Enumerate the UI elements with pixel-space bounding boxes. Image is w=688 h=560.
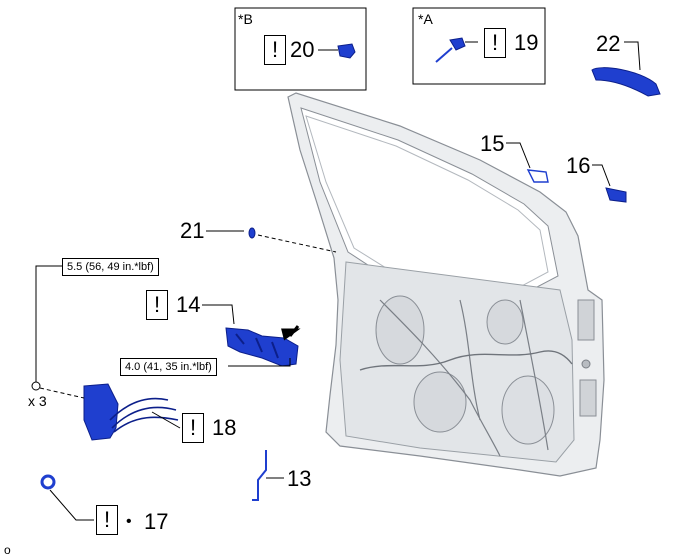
window-opening: [300, 107, 559, 297]
part-label-15: 15: [480, 131, 505, 156]
lock-cylinder-hole: [581, 359, 591, 369]
part-20-cap: [337, 43, 356, 59]
caution-icon: !: [484, 28, 506, 58]
leader-22: [624, 41, 641, 71]
leader-14: [202, 304, 235, 325]
part-22-outside-handle: [591, 67, 661, 97]
part-15-cover: [526, 169, 549, 183]
window-frame-inner: [305, 115, 549, 289]
non-reusable-bullet: •: [126, 513, 132, 530]
caution-icon: !: [264, 35, 286, 65]
screw-quantity: x 3: [28, 393, 47, 409]
torque-leader-upper: [35, 265, 62, 382]
part-label-18: 18: [212, 415, 237, 440]
part-16-cover: [605, 187, 627, 203]
frame-b-tag: *B: [238, 11, 253, 27]
torque-leader-lower: [228, 358, 291, 367]
frame-a: [412, 7, 546, 85]
frame-a-tag: *A: [418, 11, 433, 27]
speaker-hole: [501, 375, 555, 445]
part-14-detail: [235, 333, 279, 359]
arrow-icon: [281, 325, 301, 341]
window-regulator: [379, 299, 549, 457]
part-label-14: 14: [176, 292, 201, 317]
screw-icon: [31, 381, 41, 391]
caution-icon: !: [182, 413, 204, 443]
wire-harness: [359, 350, 573, 371]
hinge-lower: [579, 379, 597, 417]
part-19-lock-cylinder: [449, 37, 466, 51]
part-label-13: 13: [287, 466, 312, 491]
part-label-17: 17: [144, 509, 169, 534]
caution-icon: !: [96, 505, 118, 535]
torque-spec-lower: 4.0 (41, 35 in.*lbf): [120, 358, 217, 376]
service-hole-2: [413, 371, 467, 433]
dashed-line-21: [257, 234, 337, 253]
part-label-16: 16: [566, 153, 591, 178]
torque-spec-upper: 5.5 (56, 49 in.*lbf): [62, 258, 159, 276]
corner-mark: o: [4, 543, 11, 557]
caution-icon: !: [146, 290, 168, 320]
part-19-rod: [435, 47, 453, 63]
part-18-cables: [109, 397, 179, 433]
part-13-rod: [252, 450, 267, 501]
part-14-lock-bracket: [225, 327, 299, 367]
part-label-20: 20: [290, 37, 315, 62]
leader-17: [49, 489, 94, 521]
frame-b: [234, 7, 367, 91]
part-21-clip: [248, 227, 256, 239]
service-hole-3: [486, 299, 524, 345]
part-18-door-lock: [83, 383, 119, 441]
hinge-upper: [577, 299, 595, 341]
part-label-21: 21: [180, 218, 205, 243]
part-17-ring: [40, 474, 56, 490]
part-label-19: 19: [514, 30, 539, 55]
service-hole-1: [375, 295, 425, 365]
leader-16: [592, 164, 611, 187]
screw-dashed-line: [39, 387, 85, 399]
door-panel: [287, 92, 605, 477]
part-label-22: 22: [596, 31, 621, 56]
leader-18: [151, 411, 181, 429]
leader-15: [506, 142, 531, 169]
